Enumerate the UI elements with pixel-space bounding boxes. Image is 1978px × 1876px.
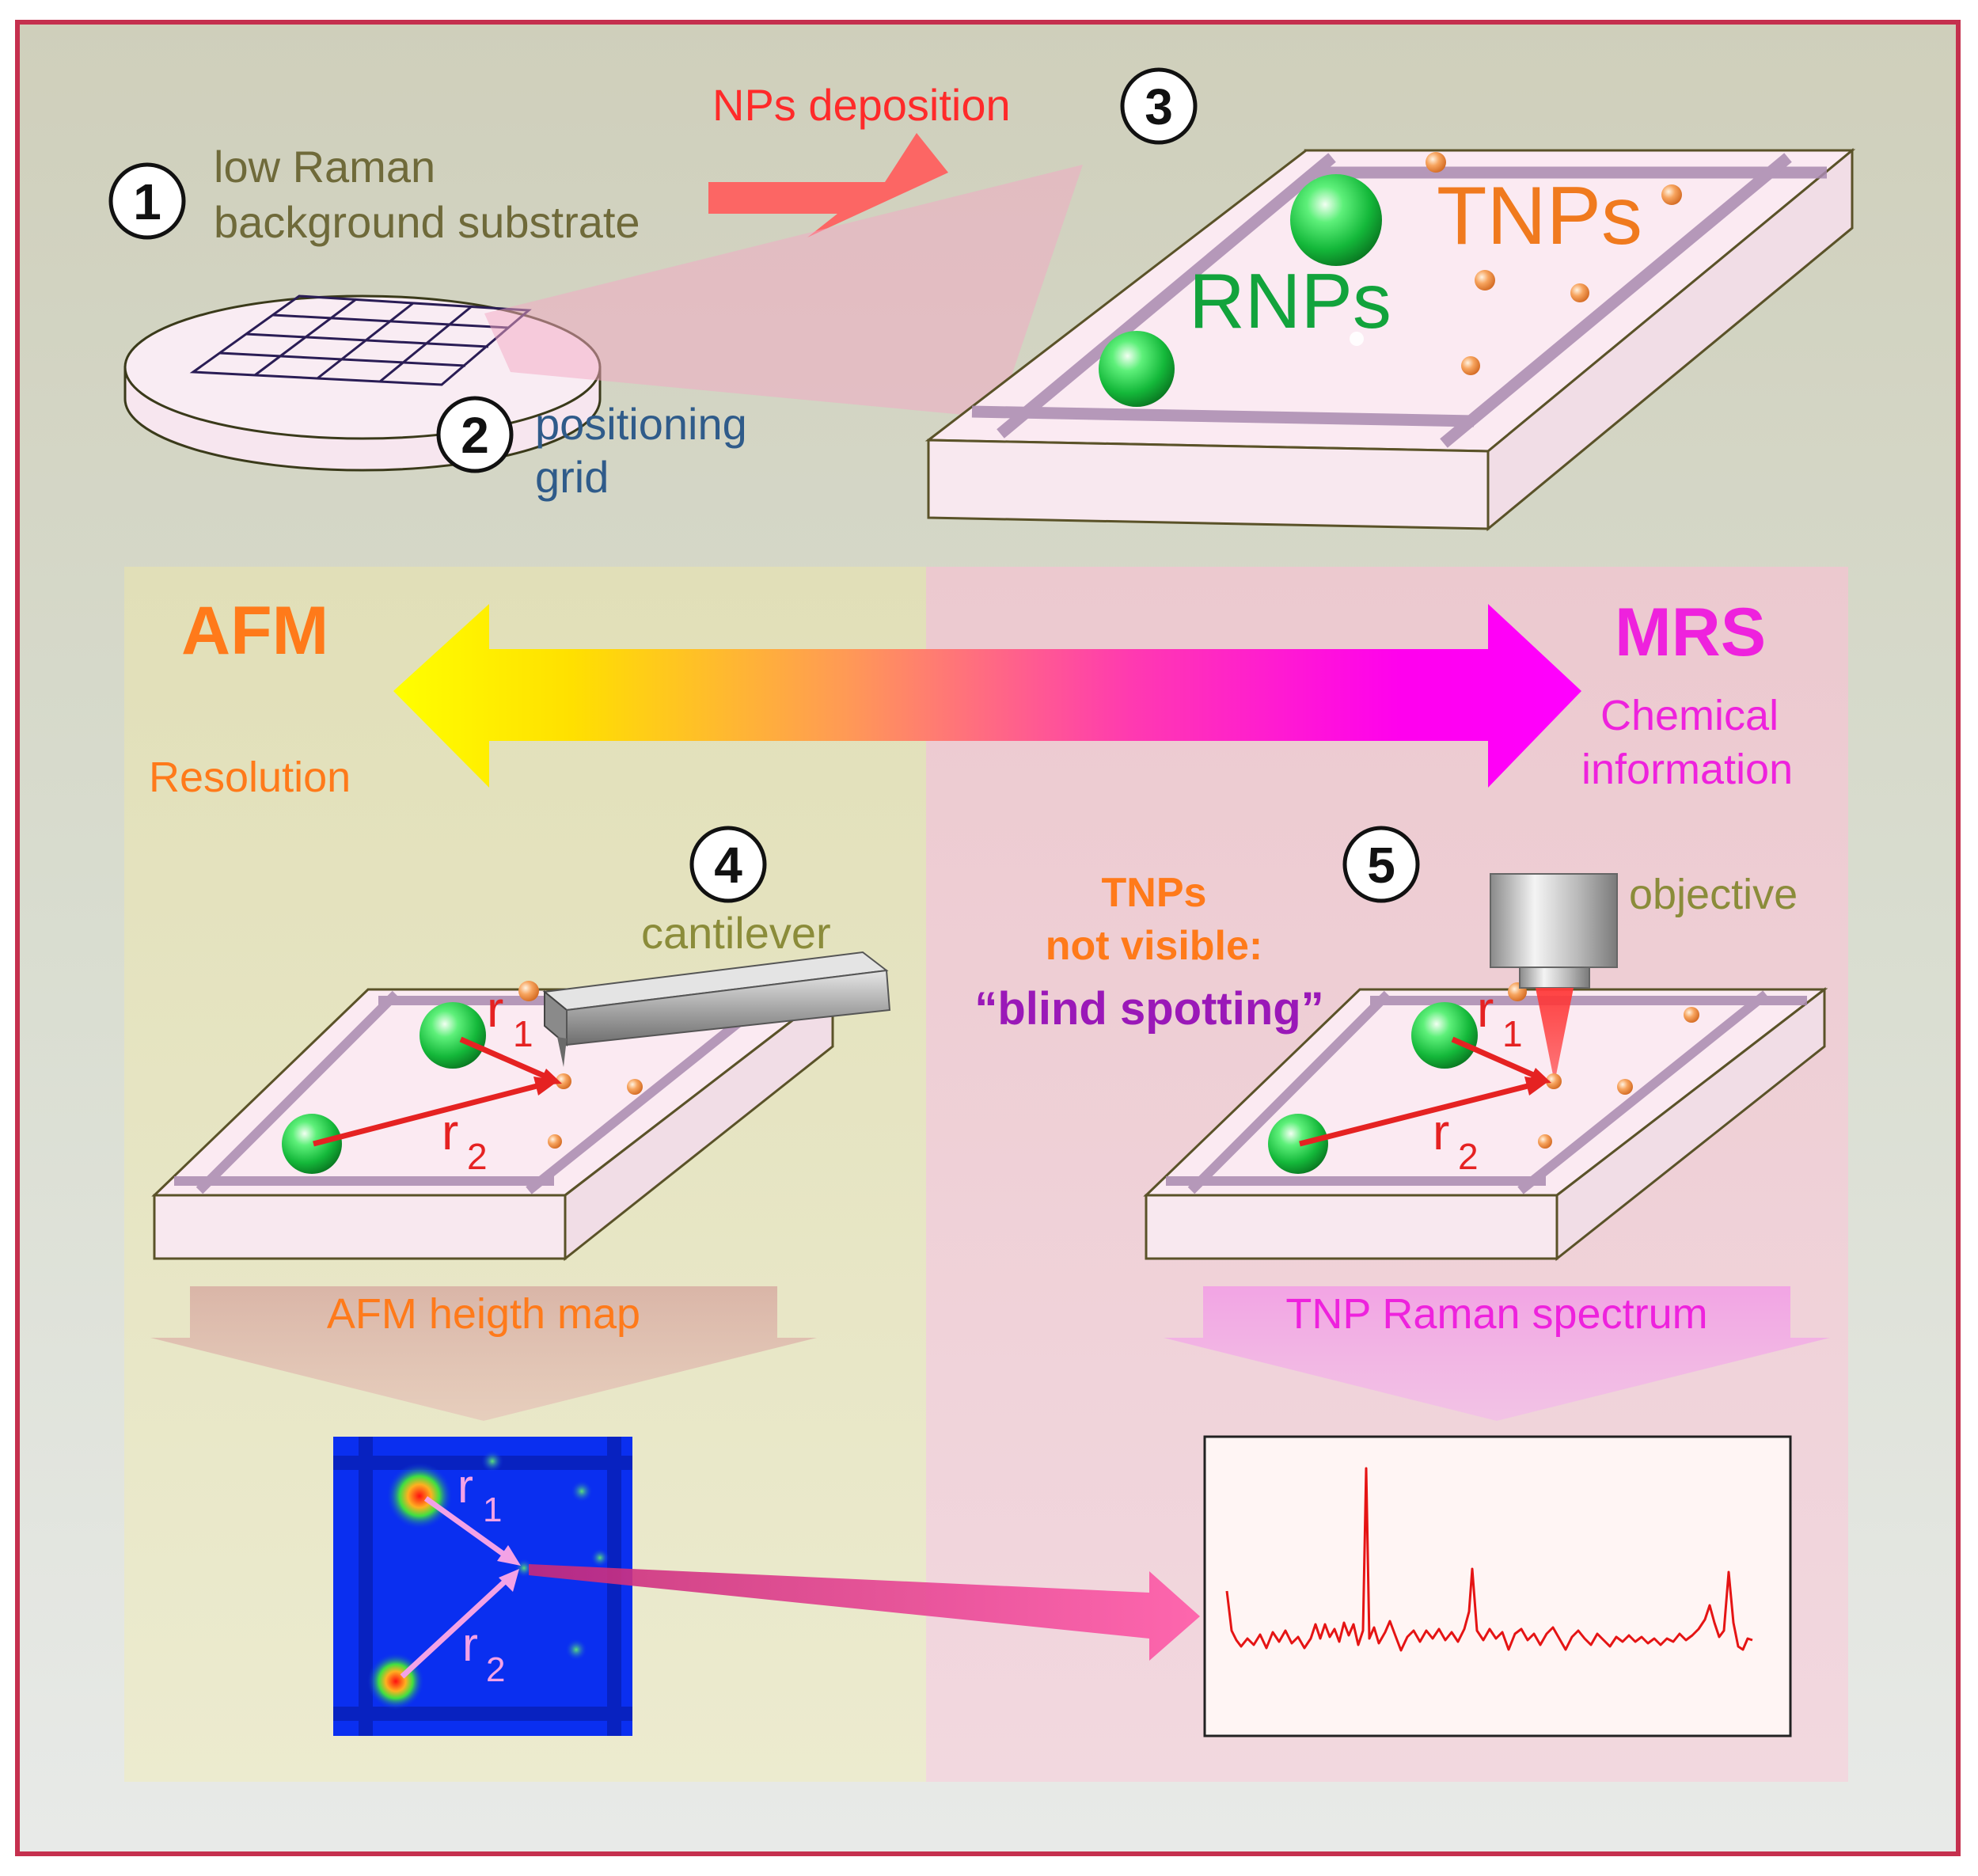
- deposition-arrow: [708, 133, 948, 237]
- rnp-particle: [1099, 331, 1175, 407]
- step-1-badge: 1: [108, 162, 186, 240]
- tnp-particle: [518, 981, 539, 1001]
- r2-vector: [313, 1077, 559, 1147]
- blind-spotting-line3: “blind spotting”: [974, 983, 1323, 1035]
- step-2-badge: 2: [436, 396, 514, 473]
- rnps-label: RNPs: [1189, 257, 1391, 344]
- rnp-particle: [1411, 1002, 1478, 1069]
- tnp-particle: [556, 1073, 571, 1089]
- map-r1-subscript: 1: [483, 1491, 502, 1529]
- map-r1-label: r: [457, 1460, 473, 1513]
- map-r1-vector: [423, 1496, 521, 1566]
- laser-beam: [1536, 988, 1574, 1083]
- raman-spectrum-line: [1225, 1467, 1753, 1652]
- blind-spotting-line2: not visible:: [1046, 923, 1262, 969]
- cantilever-icon: [542, 951, 891, 1067]
- objective-icon: [1490, 873, 1618, 1083]
- spectrum-label: TNP Raman spectrum: [1285, 1290, 1707, 1338]
- tnp-particle: [1661, 184, 1682, 205]
- tnp-particle: [627, 1079, 643, 1095]
- step-5-number: 5: [1367, 837, 1395, 894]
- step-3-badge: 3: [1120, 67, 1198, 145]
- mrs-r1-label: r: [1477, 981, 1494, 1038]
- mrs-title: MRS: [1615, 594, 1766, 670]
- tnp-particle: [1475, 270, 1495, 291]
- tnp-particle: [1570, 283, 1589, 302]
- afm-down-arrow: [150, 1286, 817, 1421]
- step-5-badge: 5: [1342, 826, 1420, 903]
- step-3-number: 3: [1145, 78, 1173, 135]
- mrs-r2-subscript: 2: [1458, 1136, 1479, 1177]
- objective-label: objective: [1629, 871, 1798, 918]
- substrate-label-line2: background substrate: [214, 197, 640, 247]
- tnp-particle: [1350, 332, 1364, 346]
- cantilever-label: cantilever: [641, 908, 831, 958]
- afm-subtitle: Resolution: [149, 754, 351, 801]
- tnp-particle: [548, 1134, 562, 1149]
- step-1-number: 1: [133, 173, 161, 230]
- rnp-particle: [420, 1002, 486, 1069]
- map-r2-label: r: [462, 1618, 478, 1671]
- afm-r2-label: r: [442, 1103, 458, 1160]
- step-4-number: 4: [714, 837, 742, 894]
- mrs-subtitle-line1: Chemical: [1600, 692, 1779, 739]
- substrate-label-line1: low Raman: [214, 142, 435, 192]
- tnp-particle: [1684, 1007, 1699, 1023]
- tnps-label: TNPs: [1437, 170, 1642, 262]
- afm-title: AFM: [181, 593, 328, 669]
- double-arrow-icon: [393, 604, 1581, 788]
- tnp-particle: [1538, 1134, 1552, 1149]
- afm-r1-label: r: [487, 981, 503, 1038]
- map-to-spectrum-arrow: [529, 1564, 1200, 1661]
- grid-label-line1: positioning: [535, 399, 747, 449]
- grid-label-line2: grid: [535, 452, 609, 502]
- afm-r2-subscript: 2: [467, 1136, 488, 1177]
- map-r2-vector: [400, 1569, 519, 1679]
- afm-map-label: AFM heigth map: [327, 1290, 640, 1338]
- mrs-r1-subscript: 1: [1502, 1013, 1523, 1054]
- rnp-particle: [282, 1114, 342, 1174]
- afm-substrate-slab: [151, 986, 837, 1262]
- rnp-particle: [1268, 1114, 1328, 1174]
- step-2-number: 2: [461, 407, 489, 464]
- mrs-r2-vector: [1299, 1077, 1550, 1147]
- raman-spectrum-plot: [1203, 1435, 1792, 1737]
- map-r2-subscript: 2: [486, 1650, 505, 1689]
- afm-height-map: [333, 1437, 632, 1736]
- tnp-particle: [1461, 356, 1480, 375]
- step-4-badge: 4: [689, 826, 767, 903]
- positioning-grid: [189, 294, 532, 386]
- mrs-r2-label: r: [1433, 1103, 1449, 1160]
- tnp-particle: [1426, 152, 1446, 173]
- magnification-beam: [484, 165, 1083, 418]
- deposition-label: NPs deposition: [712, 80, 1011, 130]
- mrs-subtitle-line2: information: [1581, 746, 1793, 793]
- tnp-particle: [1546, 1073, 1562, 1089]
- mrs-down-arrow: [1164, 1286, 1830, 1421]
- afm-r1-subscript: 1: [513, 1013, 533, 1054]
- rnp-particle: [1290, 174, 1382, 266]
- blind-spotting-line1: TNPs: [1102, 870, 1207, 916]
- tnp-particle: [1617, 1079, 1633, 1095]
